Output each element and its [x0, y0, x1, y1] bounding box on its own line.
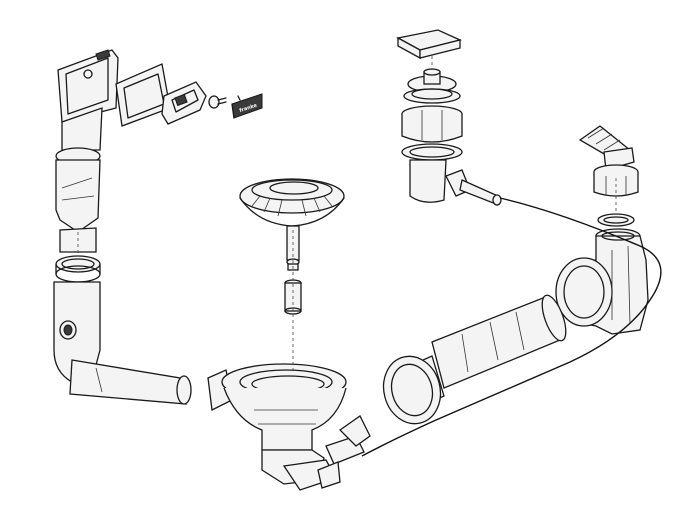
- overflow-cover-plate: [161, 81, 207, 125]
- strainer-basket: [239, 178, 345, 227]
- control-knob: [396, 29, 462, 60]
- overflow-upper-tube: [55, 107, 103, 253]
- overflow-hose: [53, 281, 192, 405]
- knob-spindle: [403, 68, 461, 104]
- valve-body: [401, 105, 502, 206]
- brand-badge: franke: [231, 93, 263, 119]
- overflow-frame: [57, 49, 119, 123]
- strainer-stem: [284, 225, 302, 315]
- remote-cable: [361, 197, 662, 457]
- drain-outlet-body: [207, 363, 371, 491]
- brand-badge-label: franke: [239, 102, 259, 114]
- hose-nut: [593, 164, 639, 227]
- pipe-seal-ring: [382, 355, 442, 425]
- hose-barb: [578, 125, 635, 171]
- overflow-screw: [208, 95, 227, 109]
- overflow-connector-ring: [55, 255, 101, 283]
- assembly-guide-lines: [77, 56, 617, 370]
- overflow-gasket: [115, 63, 171, 127]
